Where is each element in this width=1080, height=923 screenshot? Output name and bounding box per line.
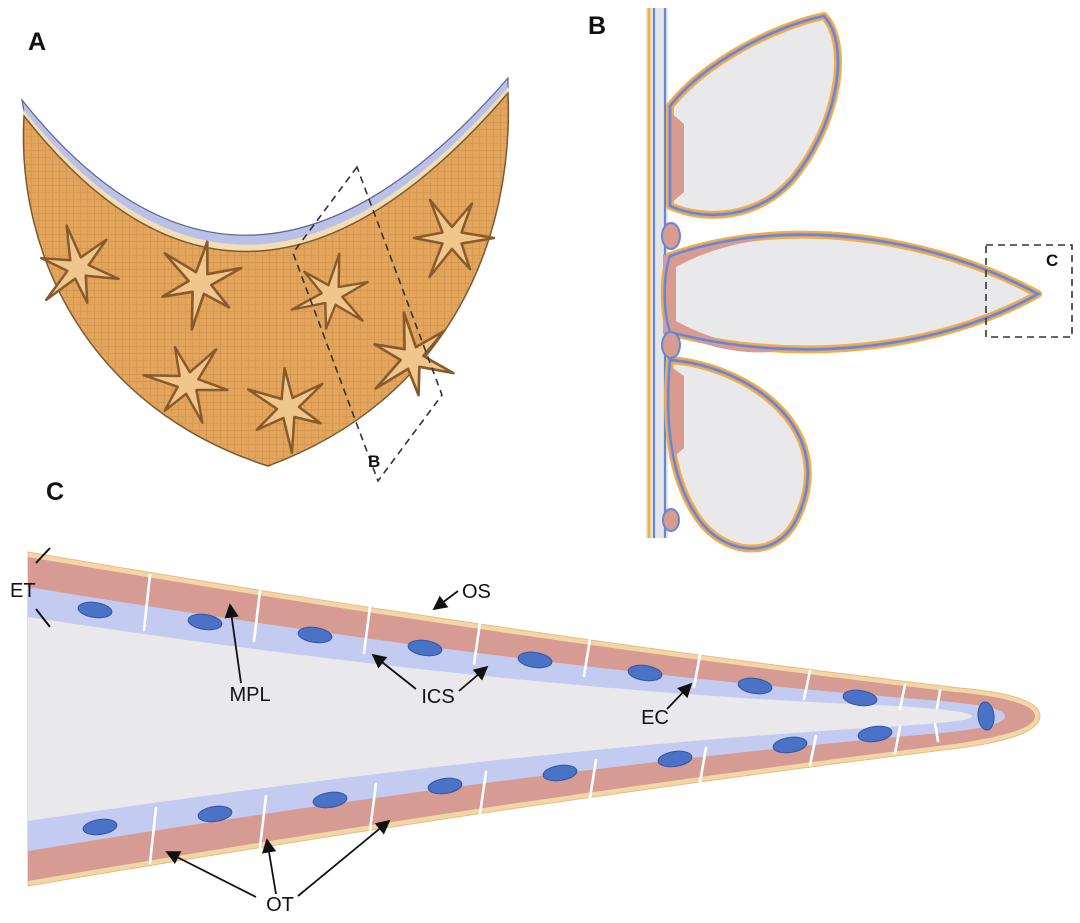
nucleus: [517, 651, 553, 669]
os-label: OS: [462, 581, 491, 603]
spine-petal-bottom: [664, 356, 812, 553]
inset-box-c-label: C: [1046, 251, 1058, 270]
nucleus: [297, 626, 333, 644]
panel-c: ET OS MPL ICS EC OT C: [10, 478, 1041, 916]
intercellular-line: [802, 669, 812, 701]
intercellular-line: [698, 746, 708, 784]
spine-petal-middle: [660, 230, 1043, 354]
intercellular-line: [472, 621, 482, 666]
nucleus: [312, 791, 348, 809]
intercellular-line: [933, 722, 940, 743]
spine-petal-top: [666, 12, 842, 219]
ics-arrow-right: [458, 665, 489, 692]
os-arrow: [432, 590, 459, 611]
petal-blue-layer: [668, 14, 840, 217]
petal-body: [660, 230, 1042, 354]
petal-blue-layer: [663, 233, 1041, 351]
cell-nuclei: [77, 601, 995, 836]
intercellular-line: [588, 758, 598, 800]
ics-arrow-left: [371, 653, 417, 690]
inset-box-b: [292, 165, 443, 483]
panel-b: B C: [588, 8, 1073, 553]
intercellular-line: [692, 653, 702, 689]
panel-a: A B: [21, 28, 510, 483]
inset-box-c: [985, 244, 1073, 338]
intercellular-line: [893, 725, 902, 755]
petal-blue-layer: [667, 358, 810, 550]
tissue-texture: [23, 93, 509, 466]
ot-arrow-2: [261, 838, 277, 895]
nucleus: [77, 601, 113, 619]
intercellular-lines: [142, 573, 942, 865]
panel-c-label: C: [46, 478, 64, 506]
ec-label: EC: [641, 707, 669, 729]
intercellular-line: [362, 605, 372, 655]
intercellular-line: [808, 734, 818, 767]
ics-label: ICS: [421, 686, 454, 708]
intercellular-line: [258, 794, 268, 849]
ot-arrow-3: [297, 819, 391, 897]
et-label: ET: [10, 580, 36, 602]
nucleus: [842, 689, 878, 707]
mpl-label: MPL: [229, 684, 270, 706]
mpl-arrow: [224, 603, 242, 684]
intercellular-line: [898, 683, 907, 711]
intercellular-line: [148, 806, 158, 865]
ot-arrow-1: [165, 851, 257, 898]
et-bracket-tick: [35, 547, 51, 564]
lumen-interior: [28, 617, 972, 821]
petal-body: [666, 12, 842, 219]
nucleus: [657, 750, 693, 768]
panel-a-label: A: [28, 28, 46, 56]
nucleus: [542, 764, 578, 782]
nucleus: [427, 777, 463, 795]
nucleus: [737, 677, 773, 695]
nucleus: [407, 639, 443, 657]
petal-neck-tissue: [670, 112, 684, 204]
intercellular-line: [368, 782, 378, 832]
petal-neck-tissue: [670, 366, 684, 460]
inset-box-b-label: B: [368, 452, 380, 471]
petal-body: [664, 356, 812, 553]
nucleus: [772, 736, 808, 754]
panel-b-label: B: [588, 12, 606, 40]
panel-c-annotations: ET OS MPL ICS EC OT: [10, 547, 693, 916]
intercellular-line: [478, 770, 488, 816]
intercellular-line: [142, 573, 152, 632]
ec-arrow: [666, 682, 693, 710]
nucleus: [627, 664, 663, 682]
et-bracket-tick: [35, 608, 51, 628]
wall-tissue-nub: [661, 331, 681, 359]
nucleus: [187, 613, 223, 631]
intercellular-line: [582, 637, 592, 678]
support-wall: [646, 8, 668, 538]
intercellular-line: [252, 589, 262, 643]
wall-tissue-nub: [662, 508, 680, 532]
nucleus: [977, 701, 995, 731]
nucleus: [197, 805, 233, 823]
intercellular-line: [935, 689, 942, 710]
nucleus: [82, 818, 118, 836]
nucleus: [857, 725, 893, 743]
wall-tissue-nub: [661, 222, 681, 250]
ot-label: OT: [266, 894, 294, 916]
